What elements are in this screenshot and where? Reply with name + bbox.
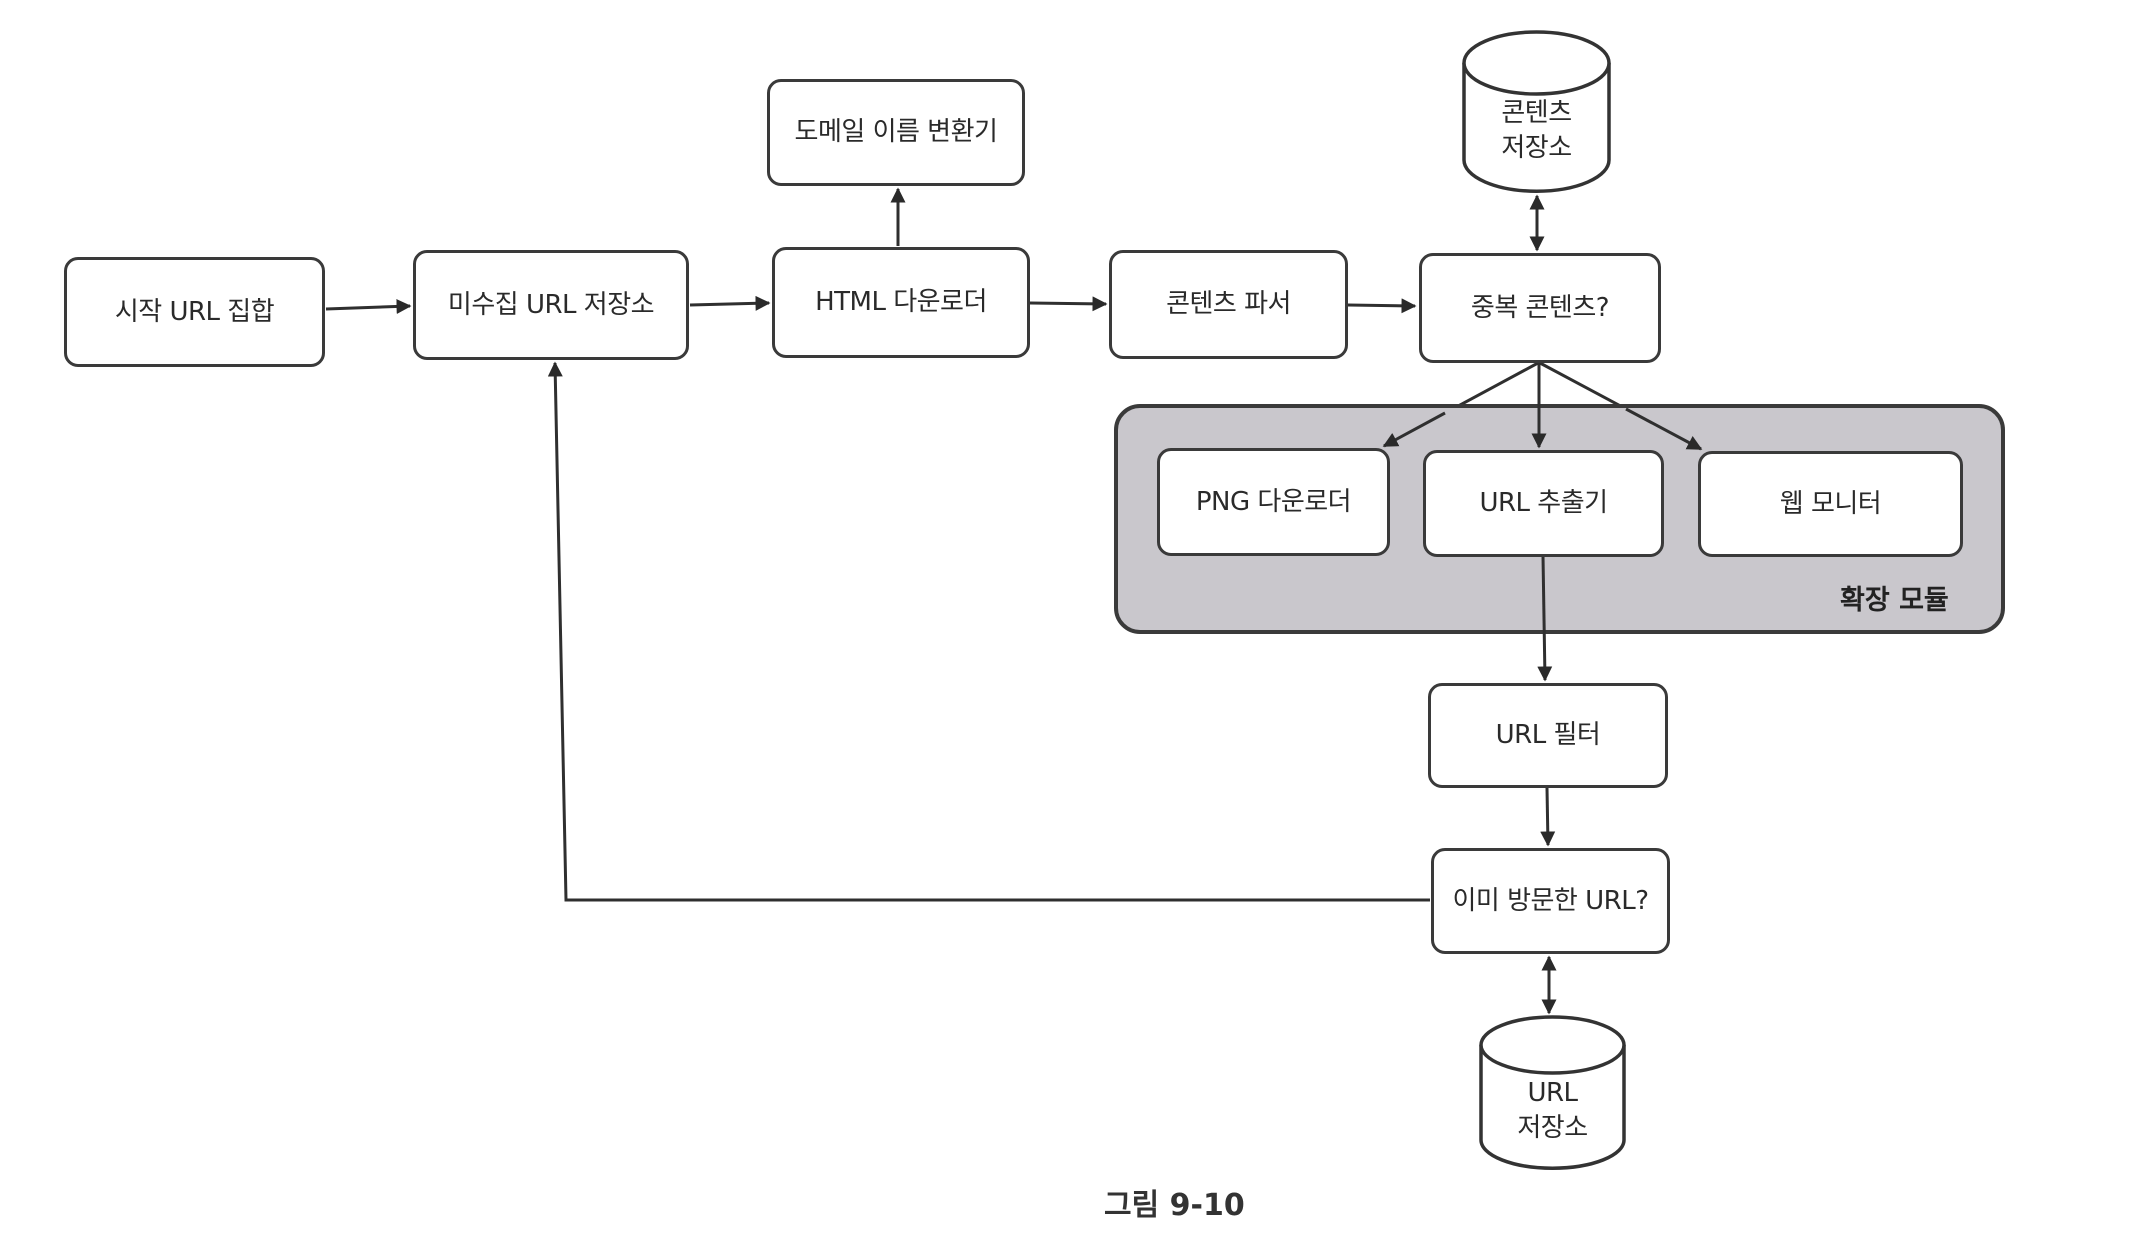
html-downloader-label: HTML 다운로더 <box>815 287 987 318</box>
html-downloader-node: HTML 다운로더 <box>772 247 1030 358</box>
url-extractor-node: URL 추출기 <box>1423 450 1664 557</box>
web-monitor-label: 웹 모니터 <box>1779 488 1882 519</box>
png-downloader-label: PNG 다운로더 <box>1195 486 1352 517</box>
url-filter-node: URL 필터 <box>1428 683 1668 788</box>
edge-seed-to-frontier <box>325 298 412 314</box>
dns-resolver-label: 도메일 이름 변환기 <box>794 117 998 148</box>
url-frontier-node: 미수집 URL 저장소 <box>413 250 689 360</box>
content-parser-label: 콘텐츠 파서 <box>1166 289 1291 320</box>
url-filter-label: URL 필터 <box>1495 720 1601 751</box>
seed-urls-label: 시작 URL 집합 <box>114 296 275 327</box>
url-storage-label-line1: URL <box>1527 1078 1578 1108</box>
url-extractor-label: URL 추출기 <box>1479 488 1608 519</box>
figure-caption: 그림 9-10 <box>1104 1188 1245 1223</box>
extension-module-label: 확장 모듈 <box>1840 585 1949 616</box>
content-seen-label: 중복 콘텐츠? <box>1470 292 1610 323</box>
edge-parser-to-content-seen <box>1347 298 1417 314</box>
dns-resolver-node: 도메일 이름 변환기 <box>767 79 1025 186</box>
edge-frontier-to-downloader <box>689 295 771 311</box>
edge-downloader-to-parser <box>1029 296 1108 312</box>
url-storage-label-line2: 저장소 <box>1517 1113 1588 1144</box>
url-seen-label: 이미 방문한 URL? <box>1452 885 1649 916</box>
content-parser-node: 콘텐츠 파서 <box>1109 250 1348 359</box>
url-seen-node: 이미 방문한 URL? <box>1431 848 1670 954</box>
content-seen-node: 중복 콘텐츠? <box>1419 253 1661 363</box>
png-downloader-node: PNG 다운로더 <box>1157 448 1390 556</box>
web-monitor-node: 웹 모니터 <box>1698 451 1963 557</box>
content-storage-label-line2: 저장소 <box>1501 133 1572 164</box>
content-storage-label: 콘텐츠 저장소 <box>1464 96 1609 166</box>
url-storage-label: URL 저장소 <box>1481 1076 1624 1146</box>
content-storage-label-line1: 콘텐츠 <box>1501 98 1572 128</box>
url-frontier-label: 미수집 URL 저장소 <box>447 289 655 320</box>
seed-urls-node: 시작 URL 집합 <box>64 257 325 367</box>
